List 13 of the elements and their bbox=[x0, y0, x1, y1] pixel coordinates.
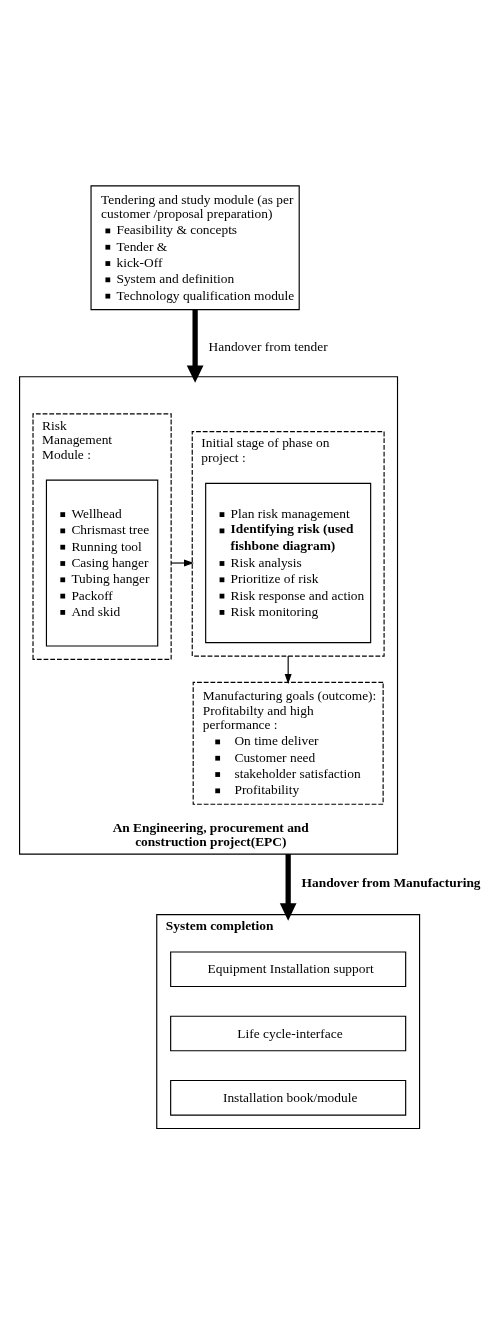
edge-label: Handover from tender bbox=[208, 338, 328, 354]
node-box: Wellhead Chrismast tree Running tool Casing hanger Tubing hanger Packoff And skid bbox=[45, 479, 159, 647]
node-box: Plan risk management Identifying risk (used fishbone diagram) Risk analysis Prioritize of risk Risk response and action Risk monitoring bbox=[205, 482, 372, 644]
edge-label: Handover from Manufacturing bbox=[301, 875, 481, 891]
node-box: Equipment Installation support bbox=[170, 951, 407, 988]
node-box: Life cycle-interface bbox=[170, 1015, 407, 1052]
arrow bbox=[284, 655, 292, 684]
node-box: Manufacturing goals (outcome): Profitabilty and high performance : On time deliver Customer need stakeholder satisfaction Profitability bbox=[192, 681, 384, 805]
arrow bbox=[186, 309, 204, 383]
arrow bbox=[279, 854, 297, 921]
arrow bbox=[170, 559, 194, 567]
node-box: Installation book/module bbox=[170, 1079, 407, 1116]
node-box: Tendering and study module (as per customer /proposal preparation) Feasibility & concepts Tender & kick-Off System and definition Technology qualification module bbox=[90, 185, 300, 311]
